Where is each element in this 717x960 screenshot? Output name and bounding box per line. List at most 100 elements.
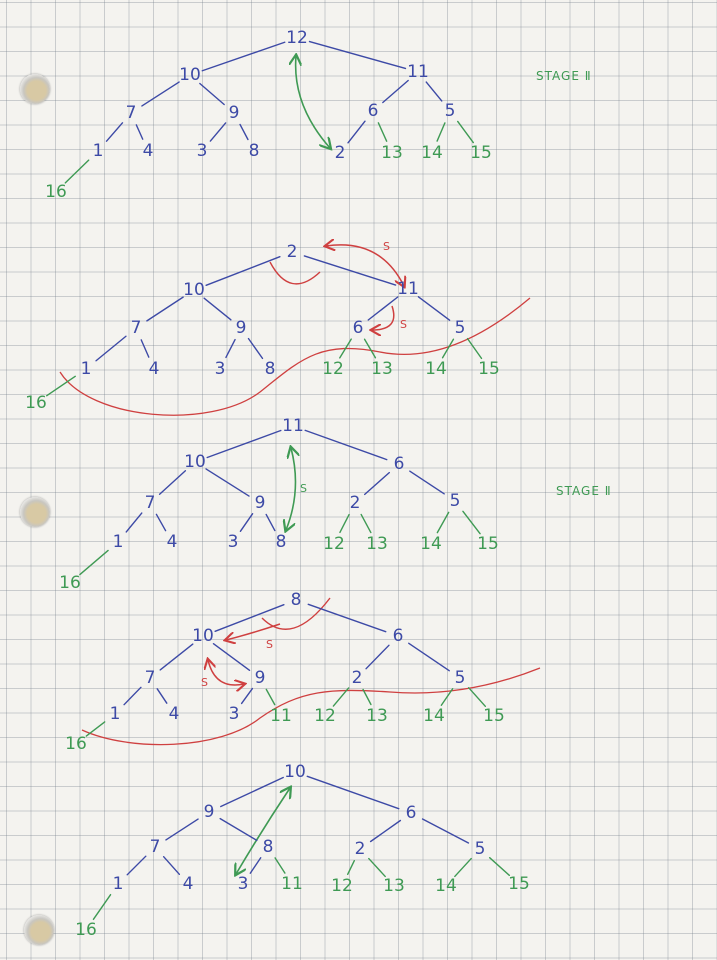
tree-node-8: 8 bbox=[276, 532, 287, 552]
tree-edge bbox=[239, 512, 254, 533]
tree-node-16: 16 bbox=[65, 734, 87, 754]
tree-edge bbox=[225, 338, 236, 359]
tree-edge bbox=[126, 855, 147, 876]
tree-node-14: 14 bbox=[420, 534, 442, 554]
tree-node-5: 5 bbox=[450, 491, 461, 511]
tree-edge bbox=[140, 339, 150, 358]
tree-edge bbox=[488, 856, 511, 877]
tree-edge bbox=[239, 123, 249, 141]
tree-edge bbox=[123, 686, 142, 706]
swap-mark: S bbox=[300, 482, 307, 495]
swap-arrow bbox=[326, 245, 404, 286]
tree-node-4: 4 bbox=[167, 532, 178, 552]
tree-edge bbox=[209, 122, 227, 142]
tree-node-16: 16 bbox=[45, 182, 67, 202]
tree-node-13: 13 bbox=[371, 359, 393, 379]
tree-node-1: 1 bbox=[113, 874, 124, 894]
tree-edge bbox=[265, 688, 276, 706]
tree-node-7: 7 bbox=[150, 837, 161, 857]
tree-node-3: 3 bbox=[228, 532, 239, 552]
tree-node-2: 2 bbox=[287, 242, 298, 262]
binder-hole bbox=[20, 74, 50, 104]
tree-edge bbox=[436, 511, 450, 534]
tree-node-15: 15 bbox=[508, 874, 530, 894]
tree-node-9: 9 bbox=[236, 318, 247, 338]
tree-node-6: 6 bbox=[353, 318, 364, 338]
tree-node-11: 11 bbox=[282, 416, 304, 436]
tree-node-12: 12 bbox=[322, 359, 344, 379]
tree-node-14: 14 bbox=[421, 143, 443, 163]
tree-node-9: 9 bbox=[255, 493, 266, 513]
tree-node-5: 5 bbox=[455, 318, 466, 338]
tree-edge bbox=[146, 296, 184, 322]
tree-edge bbox=[203, 297, 232, 321]
swap-arrow bbox=[286, 448, 295, 530]
tree-edge bbox=[85, 721, 106, 737]
tree-edge bbox=[212, 643, 251, 671]
tree-edge bbox=[363, 338, 377, 359]
tree-edge bbox=[409, 470, 445, 495]
tree-edge bbox=[367, 296, 399, 321]
tree-edge bbox=[332, 687, 350, 707]
tree-edge bbox=[362, 688, 372, 706]
tree-edge bbox=[454, 857, 472, 878]
binder-hole bbox=[20, 497, 50, 527]
tree-1-annotations bbox=[296, 56, 330, 148]
tree-node-11: 11 bbox=[397, 279, 419, 299]
tree-edge bbox=[79, 549, 109, 576]
tree-edge bbox=[247, 337, 264, 360]
tree-edge bbox=[205, 468, 250, 497]
tree-node-12: 12 bbox=[331, 876, 353, 896]
tree-edge bbox=[92, 893, 112, 921]
tree-node-10: 10 bbox=[183, 280, 205, 300]
tree-node-1: 1 bbox=[110, 704, 121, 724]
tree-node-16: 16 bbox=[59, 573, 81, 593]
tree-edge bbox=[156, 688, 168, 704]
sift-curve bbox=[261, 597, 331, 630]
tree-node-3: 3 bbox=[197, 141, 208, 161]
tree-node-12: 12 bbox=[323, 534, 345, 554]
tree-node-16: 16 bbox=[75, 920, 97, 940]
cut-line bbox=[81, 667, 541, 746]
tree-node-13: 13 bbox=[381, 143, 403, 163]
tree-node-15: 15 bbox=[483, 706, 505, 726]
tree-edge bbox=[368, 857, 386, 878]
tree-node-8: 8 bbox=[249, 141, 260, 161]
tree-edge bbox=[339, 338, 352, 359]
tree-node-6: 6 bbox=[394, 454, 405, 474]
tree-edge bbox=[369, 819, 402, 843]
tree-2-annotations: S S bbox=[59, 240, 531, 416]
tree-edge bbox=[249, 857, 262, 874]
tree-edge bbox=[377, 122, 388, 142]
tree-node-14: 14 bbox=[423, 706, 445, 726]
tree-edge bbox=[95, 335, 127, 362]
stage-label: STAGE Ⅱ bbox=[536, 69, 592, 83]
tree-node-13: 13 bbox=[366, 706, 388, 726]
tree-node-14: 14 bbox=[425, 359, 447, 379]
tree-edge bbox=[304, 429, 388, 461]
tree-node-5: 5 bbox=[455, 668, 466, 688]
tree-node-14: 14 bbox=[435, 876, 457, 896]
tree-edge bbox=[425, 81, 443, 102]
tree-edge bbox=[205, 255, 281, 287]
tree-edge bbox=[441, 338, 455, 359]
tree-edge bbox=[440, 688, 454, 706]
tree-node-2: 2 bbox=[352, 668, 363, 688]
tree-edge bbox=[308, 40, 407, 70]
tree-node-7: 7 bbox=[131, 318, 142, 338]
tree-node-12: 12 bbox=[314, 706, 336, 726]
tree-edge bbox=[421, 818, 470, 844]
tree-node-11: 11 bbox=[281, 874, 303, 894]
tree-edge bbox=[346, 859, 356, 876]
swap-arrow bbox=[208, 660, 244, 685]
tree-node-3: 3 bbox=[238, 874, 249, 894]
swap-arrow bbox=[226, 623, 281, 640]
tree-node-13: 13 bbox=[383, 876, 405, 896]
tree-edge bbox=[165, 818, 199, 841]
tree-node-15: 15 bbox=[470, 143, 492, 163]
tree-node-4: 4 bbox=[149, 359, 160, 379]
tree-edge bbox=[303, 255, 397, 286]
tree-edge bbox=[339, 513, 350, 534]
tree-node-4: 4 bbox=[169, 704, 180, 724]
tree-node-9: 9 bbox=[204, 802, 215, 822]
